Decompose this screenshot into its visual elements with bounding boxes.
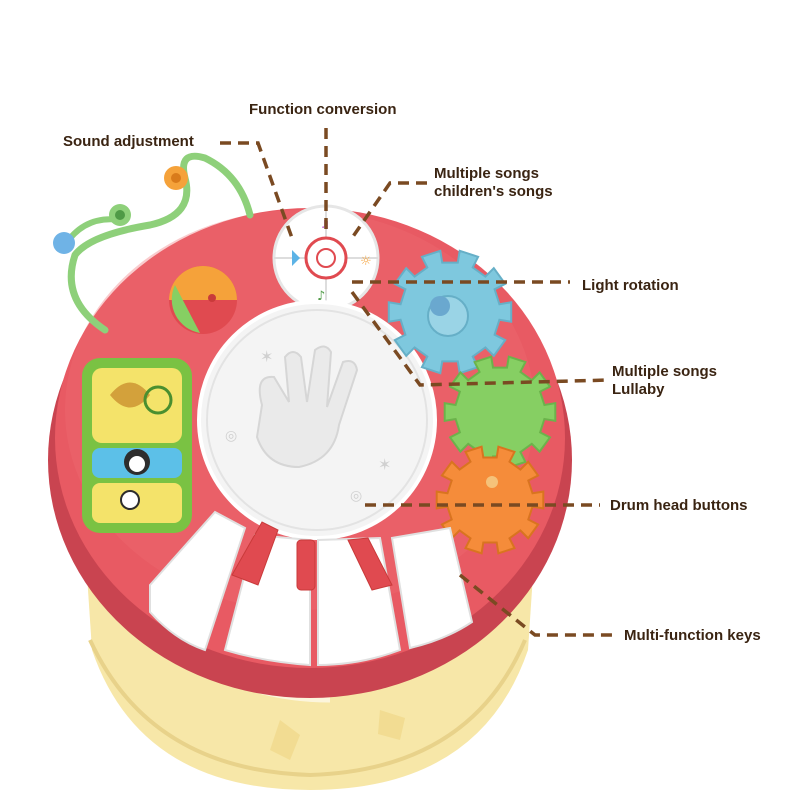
label-text-line2: Lullaby	[612, 381, 665, 398]
label-text-line1: Multiple songs	[434, 165, 539, 182]
label-sound-adjustment: Sound adjustment	[63, 133, 194, 151]
flip-book-icon[interactable]	[82, 358, 192, 533]
leader-lines	[220, 128, 612, 637]
label-multiple-songs-lullaby: Multiple songs Lullaby	[612, 363, 717, 399]
spinner-ball-icon[interactable]	[169, 266, 237, 334]
gear-knob-top	[430, 296, 450, 316]
svg-text:◎: ◎	[350, 488, 362, 504]
gears	[387, 249, 557, 555]
gear-icon[interactable]	[435, 445, 545, 555]
hand-drum-icon[interactable]: ✶ ✶ ◎ ◎	[197, 300, 437, 540]
label-light-rotation: Light rotation	[582, 277, 679, 295]
label-text: Drum head buttons	[610, 497, 748, 514]
label-text: Light rotation	[582, 277, 679, 294]
label-text: Function conversion	[249, 101, 397, 118]
bead-maze-icon[interactable]	[53, 152, 254, 334]
svg-text:♪: ♪	[317, 289, 325, 304]
label-function-conversion: Function conversion	[249, 101, 397, 119]
label-text: Sound adjustment	[63, 133, 194, 150]
svg-text:◎: ◎	[225, 428, 237, 444]
svg-text:✶: ✶	[260, 347, 273, 366]
gear-peg	[486, 476, 498, 488]
label-text-line2: children's songs	[434, 183, 553, 200]
label-text-line1: Multiple songs	[612, 363, 717, 380]
svg-text:✶: ✶	[378, 455, 391, 474]
svg-text:☼: ☼	[360, 254, 372, 269]
label-drum-head-buttons: Drum head buttons	[610, 497, 748, 515]
label-multiple-songs-childrens: Multiple songs children's songs	[434, 165, 553, 201]
label-text: Multi-function keys	[624, 627, 761, 644]
label-multi-function-keys: Multi-function keys	[624, 627, 761, 645]
piano-keys-icon[interactable]	[149, 510, 474, 667]
